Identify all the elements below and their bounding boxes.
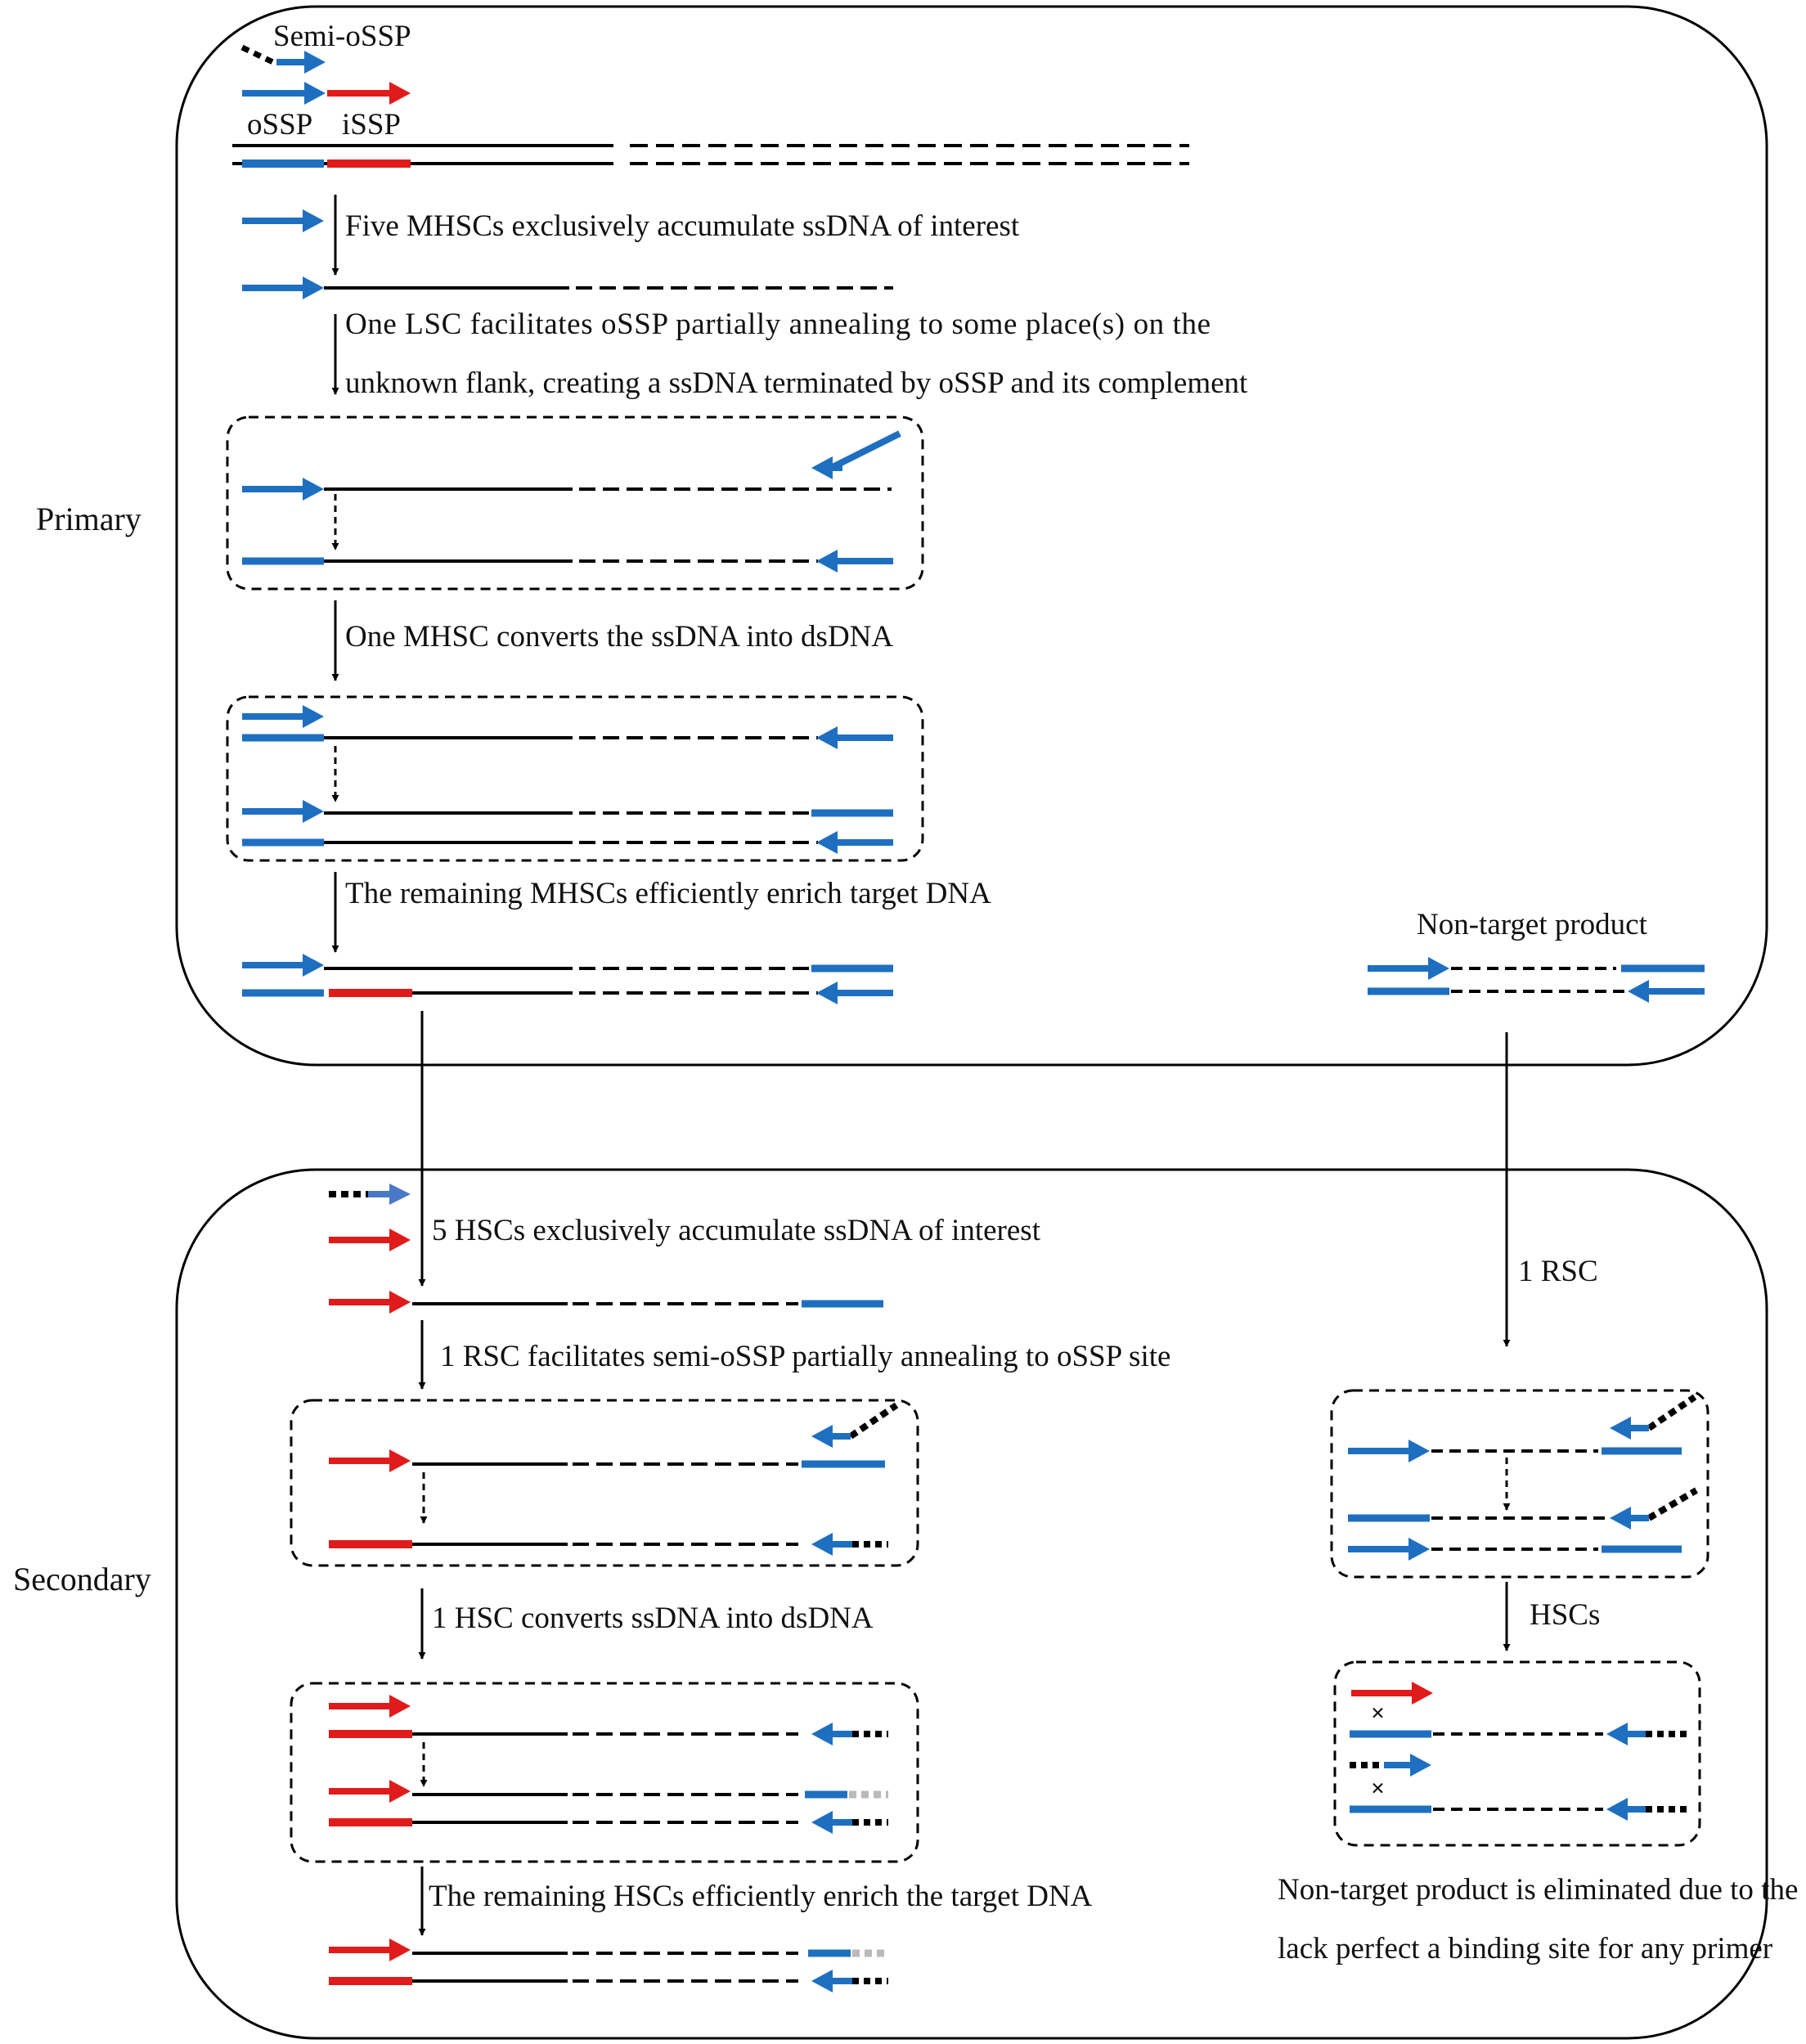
- step-text: 5 HSCs exclusively accumulate ssDNA of i…: [432, 1214, 1041, 1247]
- primary-panel-frame: [175, 5, 1768, 1067]
- enriched-target-dna: [242, 954, 893, 1004]
- ssdna-product: [242, 276, 893, 299]
- primer-key: Semi-oSSP oSSP iSSP: [240, 20, 411, 142]
- step-text: One LSC facilitates oSSP partially annea…: [345, 308, 1211, 341]
- template-dsdna: [232, 144, 1189, 168]
- secondary-enriched-target: [329, 1938, 888, 1992]
- ossp-label: oSSP: [247, 108, 312, 142]
- non-target-annealing-box: [1330, 1389, 1709, 1579]
- step-text: The remaining HSCs efficiently enrich th…: [429, 1880, 1093, 1913]
- conclusion-line-1: Non-target product is eliminated due to …: [1278, 1873, 1798, 1907]
- mismatch-mark: ×: [1371, 1775, 1385, 1802]
- secondary-label: Secondary: [13, 1561, 151, 1597]
- issp-arrow: [327, 82, 411, 105]
- annealing-box: [226, 416, 924, 591]
- non-target-elimination-box: × ×: [1333, 1660, 1701, 1847]
- step-text: Five MHSCs exclusively accumulate ssDNA …: [345, 209, 1020, 243]
- secondary-panel-frame: [175, 1168, 1768, 2040]
- ossp-arrow: [242, 82, 326, 105]
- semi-ossp-arrow: [276, 51, 326, 74]
- issp-primer: [329, 1229, 411, 1251]
- primary-step-3: One MHSC converts the ssDNA into dsDNA: [331, 600, 893, 681]
- primary-step-1: Five MHSCs exclusively accumulate ssDNA …: [242, 195, 1020, 276]
- ossp-arrow: [242, 209, 324, 232]
- step-text: The remaining MHSCs efficiently enrich t…: [345, 877, 991, 910]
- right-step-hscs: HSCs: [1530, 1598, 1600, 1632]
- semi-ossp-label: Semi-oSSP: [273, 20, 411, 53]
- step-text: One MHSC converts the ssDNA into dsDNA: [345, 620, 893, 654]
- primary-label: Primary: [36, 501, 142, 537]
- right-step-rsc: 1 RSC: [1518, 1255, 1598, 1288]
- semi-ossp-tail: [240, 44, 278, 67]
- step-text: 1 RSC facilitates semi-oSSP partially an…: [440, 1340, 1170, 1373]
- non-target-label: Non-target product: [1417, 908, 1648, 941]
- semi-ossp-annealing-box: [290, 1399, 919, 1567]
- conclusion-line-2: lack perfect a binding site for any prim…: [1278, 1932, 1772, 1965]
- issp-label: iSSP: [342, 108, 401, 142]
- step-text: unknown flank, creating a ssDNA terminat…: [345, 366, 1248, 400]
- secondary-ssdna: [329, 1291, 883, 1314]
- semi-ossp-primer: [329, 1184, 411, 1205]
- mismatch-mark: ×: [1371, 1700, 1385, 1727]
- secondary-dsdna-box: [290, 1682, 919, 1863]
- non-target-product: Non-target product: [1368, 908, 1705, 1003]
- dsdna-conversion-box: [226, 695, 924, 862]
- primary-step-2: One LSC facilitates oSSP partially annea…: [331, 308, 1248, 400]
- primary-step-4: The remaining MHSCs efficiently enrich t…: [331, 872, 991, 953]
- step-text: 1 HSC converts ssDNA into dsDNA: [432, 1602, 874, 1635]
